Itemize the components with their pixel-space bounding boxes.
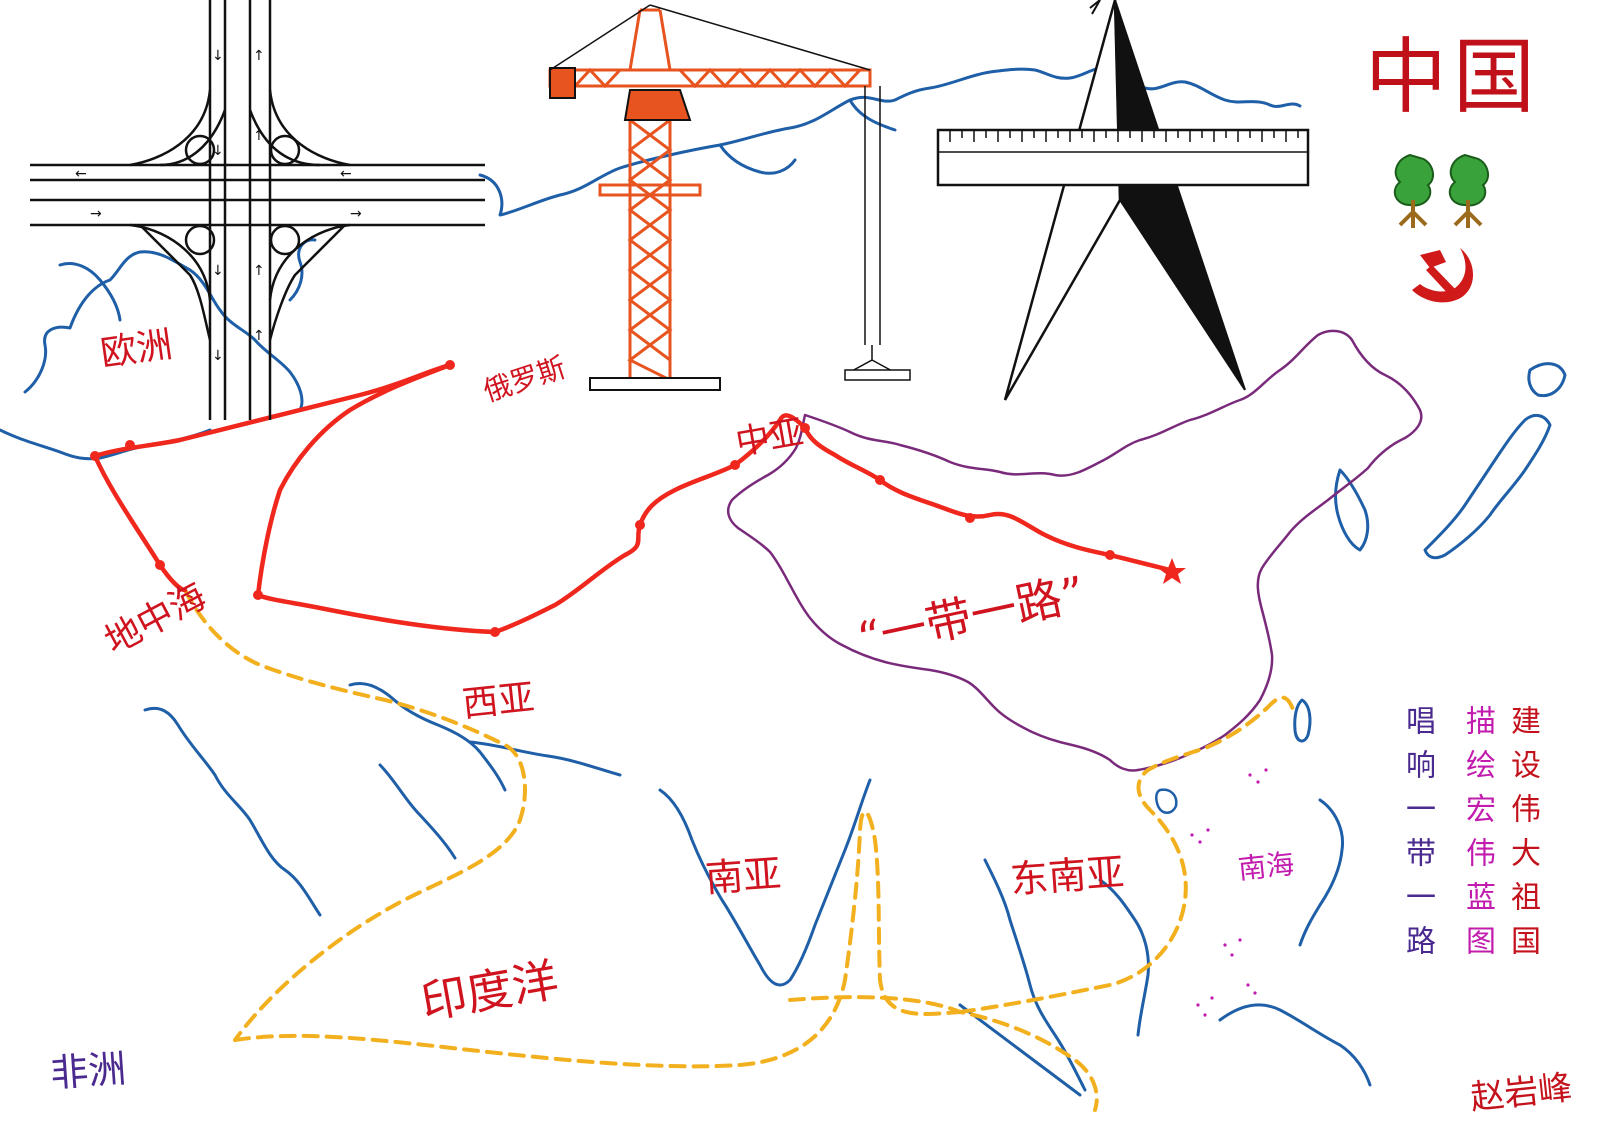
arctic-coastline (478, 65, 1302, 217)
svg-text:↑: ↑ (253, 48, 265, 64)
tower-crane-icon (548, 4, 911, 391)
borneo-coastline (1218, 1003, 1372, 1087)
svg-text:↑: ↑ (253, 128, 265, 144)
european-river (58, 262, 122, 322)
svg-text:←: ← (75, 166, 87, 182)
star-icon (1158, 558, 1186, 584)
arabia-east-coast (378, 763, 457, 860)
japan-coastline (1423, 413, 1552, 560)
hammer-sickle-icon (1412, 248, 1474, 303)
india-coastline (658, 778, 872, 987)
route-dots (90, 360, 1115, 637)
coastlines (0, 65, 1567, 1097)
label-europe: 欧洲 (97, 324, 176, 375)
sumatra-coastline (958, 1003, 1082, 1097)
svg-text:↓: ↓ (212, 48, 224, 64)
svg-text:↑: ↑ (253, 328, 265, 344)
arabia-coastline (348, 682, 507, 792)
hainan-island (1155, 788, 1178, 814)
verse-column-2: 描绘宏伟蓝图 (1460, 705, 1495, 969)
compass-north-icon (1003, 0, 1246, 401)
verse-column-1: 建设伟大祖国 (1505, 705, 1540, 969)
svg-text:→: → (90, 206, 102, 222)
europe-coastline (23, 250, 304, 412)
africa-coastline (143, 706, 322, 917)
svg-text:←: ← (340, 166, 352, 182)
malay-coastline (1098, 878, 1150, 1037)
verse-column-3: 唱响一带一路 (1400, 705, 1435, 969)
label-southeast-asia: 东南亚 (1008, 850, 1126, 902)
svg-text:→: → (350, 206, 362, 222)
label-south-sea: 南海 (1236, 847, 1296, 886)
korea-coastline (1334, 468, 1370, 552)
road-arrows: ← → ← → ↓ ↑ ↓ ↑ ↓ ↑ ↓ ↑ (75, 48, 362, 364)
tree-icon (1393, 153, 1490, 228)
persian-gulf (468, 740, 622, 777)
scandinavia-coast (288, 238, 317, 302)
south-sea-islands (1190, 768, 1268, 1017)
arctic-bay (718, 143, 797, 175)
svg-text:↓: ↓ (212, 143, 224, 159)
maritime-silk-road (183, 588, 1297, 1112)
svg-text:↑: ↑ (253, 263, 265, 279)
philippines-coastline (1298, 798, 1345, 947)
arctic-peninsula (848, 98, 897, 132)
svg-text:↓: ↓ (212, 263, 224, 279)
china-border (726, 329, 1423, 814)
highway-interchange-icon (30, 0, 485, 420)
ruler-icon (936, 128, 1310, 187)
page-title: 中国 (1365, 30, 1542, 125)
label-south-asia: 南亚 (703, 851, 783, 901)
label-africa: 非洲 (48, 1046, 128, 1096)
label-west-asia: 西亚 (460, 677, 537, 726)
japan-north-island (1527, 362, 1567, 398)
taiwan-coastline (1293, 698, 1312, 743)
indochina-coastline (983, 858, 1087, 1092)
svg-text:↓: ↓ (212, 348, 224, 364)
